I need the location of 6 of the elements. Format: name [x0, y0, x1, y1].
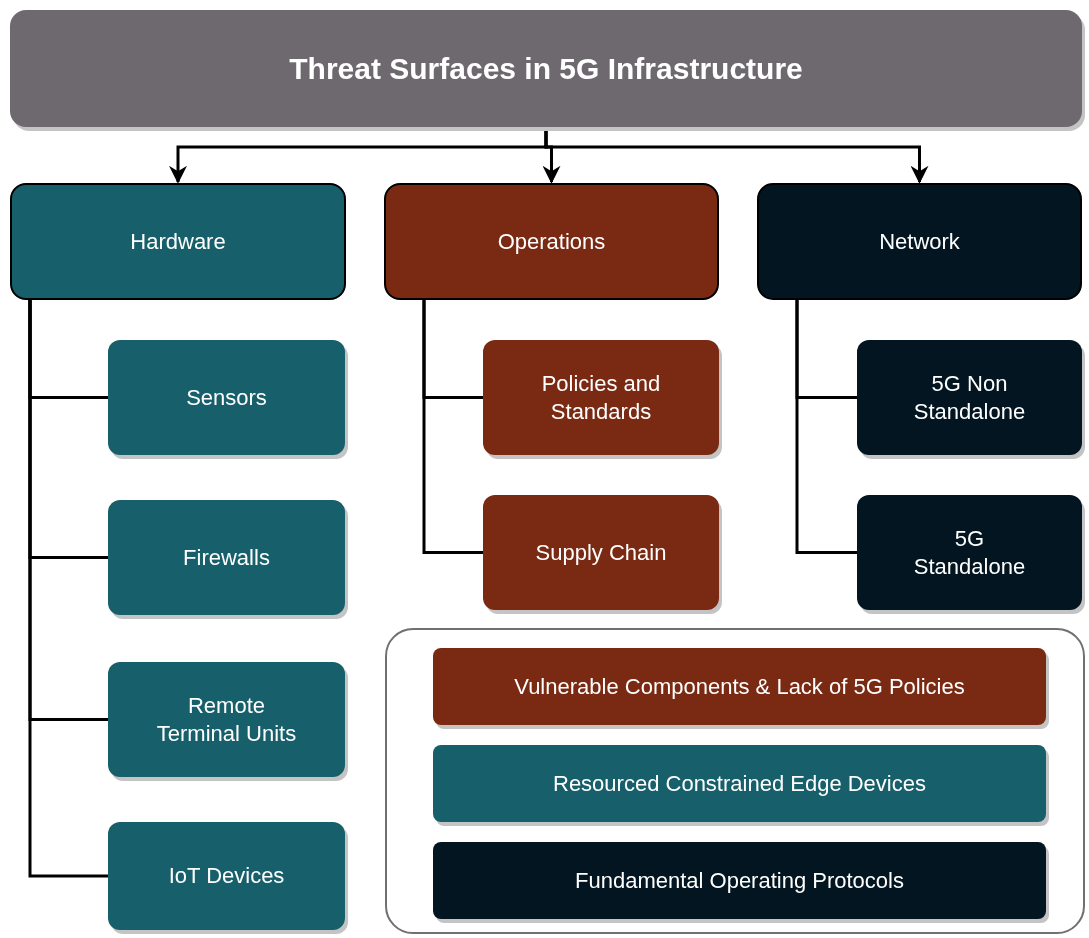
category-box: Hardware [10, 183, 346, 300]
connector-line [28, 300, 108, 878]
category-box: Network [757, 183, 1082, 300]
category-box: Operations [384, 183, 719, 300]
group-panel [385, 628, 1085, 934]
connector-line [422, 300, 483, 554]
